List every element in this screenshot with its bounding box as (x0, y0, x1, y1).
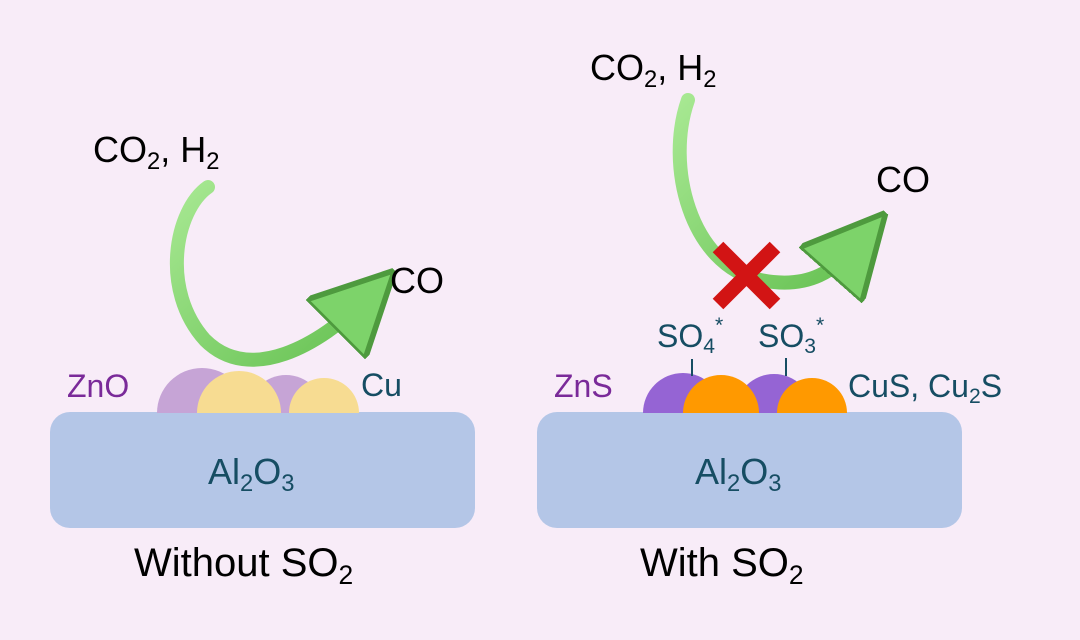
cus-label-a: CuS, Cu (848, 368, 969, 404)
so3-sup: * (815, 314, 825, 338)
right-reactants-label: CO2, H2 (590, 47, 716, 92)
right-support-main: Al (695, 451, 728, 492)
right-support-block (537, 412, 962, 528)
left-product-label: CO (390, 260, 444, 301)
so4-label: SO4* (657, 315, 723, 357)
right-caption-sub: 2 (788, 559, 804, 590)
right-product-label: CO (876, 159, 930, 200)
so4-sub: 4 (703, 335, 715, 359)
right-support-sub1: 2 (727, 470, 741, 498)
right-caption: With SO2 (640, 541, 804, 588)
cross-icon (712, 241, 781, 310)
right-cus-particle-2 (777, 378, 847, 413)
left-support-mid: O (253, 451, 282, 492)
right-reactants-sub1: 2 (644, 66, 658, 94)
right-support-label: Al2O3 (695, 451, 781, 496)
cus-label: CuS, Cu2S (848, 368, 1003, 407)
left-support-main: Al (208, 451, 241, 492)
left-support-sub2: 3 (281, 470, 295, 498)
so4-main: SO (657, 318, 704, 354)
left-caption-main: Without SO (134, 541, 339, 585)
left-caption-sub: 2 (338, 559, 354, 590)
left-reactants-sep: , H (160, 129, 207, 170)
cus-label-sub: 2 (968, 385, 981, 409)
left-reactants-label: CO2, H2 (93, 129, 219, 174)
left-reactants-sub2: 2 (206, 148, 220, 176)
zno-label: ZnO (67, 368, 130, 404)
left-reactants-main: CO (93, 129, 147, 170)
left-cu-particle-1 (197, 371, 281, 413)
so3-sub: 3 (804, 335, 816, 359)
left-caption: Without SO2 (134, 541, 353, 588)
right-support-mid: O (740, 451, 769, 492)
cus-label-b: S (980, 368, 1003, 404)
right-reactants-sub2: 2 (703, 66, 717, 94)
so3-label: SO3* (758, 315, 824, 357)
right-caption-main: With SO (640, 541, 789, 585)
left-support-label: Al2O3 (208, 451, 294, 496)
right-reactants-main: CO (590, 47, 644, 88)
right-reactants-sep: , H (657, 47, 704, 88)
left-reactants-sub1: 2 (147, 148, 161, 176)
left-reaction-arrow (169, 180, 365, 367)
right-cus-particle-1 (683, 375, 759, 413)
left-support-block (50, 412, 475, 528)
right-support-sub2: 3 (768, 470, 782, 498)
so3-main: SO (758, 318, 805, 354)
left-cu-particle-2 (289, 378, 359, 413)
so4-sup: * (714, 314, 724, 338)
zns-label: ZnS (554, 368, 613, 404)
left-support-sub1: 2 (240, 470, 254, 498)
cu-label: Cu (361, 367, 402, 403)
